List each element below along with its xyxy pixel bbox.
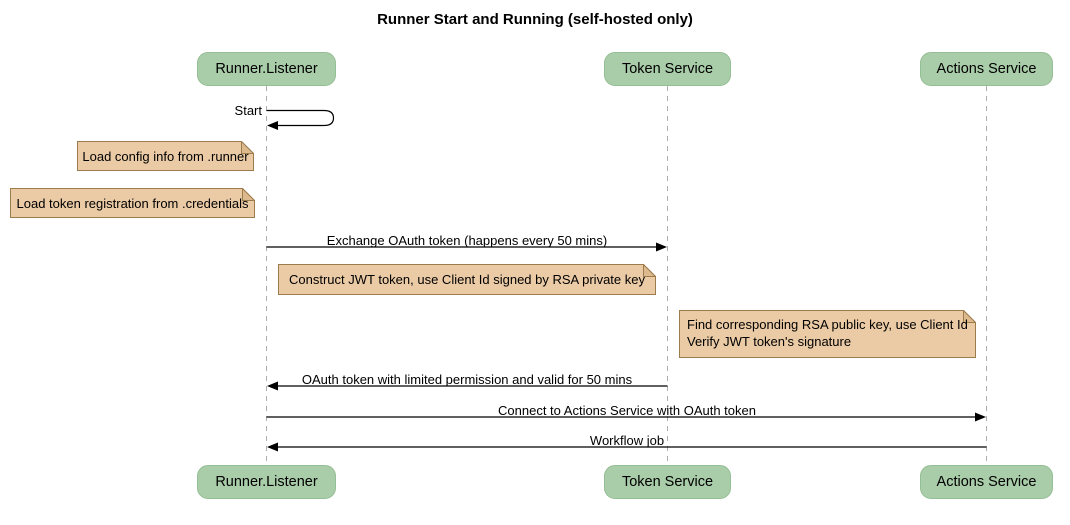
- participant-token-service-bottom: Token Service: [604, 465, 731, 499]
- participant-token-service-top: Token Service: [604, 52, 731, 86]
- note-load-config: Load config info from .runner: [77, 141, 254, 171]
- note-shape: [679, 310, 976, 358]
- participant-label: Actions Service: [936, 474, 1037, 490]
- participant-runner-listener-top: Runner.Listener: [197, 52, 336, 86]
- participant-actions-service-bottom: Actions Service: [920, 465, 1053, 499]
- message-arrowhead-connect-actions: [975, 412, 986, 422]
- participant-label: Runner.Listener: [215, 474, 318, 490]
- message-label-oauth-return: OAuth token with limited permission and …: [301, 372, 633, 387]
- participant-label: Runner.Listener: [215, 61, 318, 77]
- note-text-line: Load token registration from .credential…: [16, 195, 249, 211]
- diagram-title: Runner Start and Running (self-hosted on…: [377, 11, 693, 28]
- self-message-arrow-start: [266, 109, 335, 127]
- note-text-line: Load config info from .runner: [82, 148, 249, 164]
- participant-actions-service-top: Actions Service: [920, 52, 1053, 86]
- note-shape: [10, 188, 255, 218]
- note-shape: [77, 141, 254, 171]
- participant-label: Token Service: [621, 61, 714, 77]
- note-construct-jwt: Construct JWT token, use Client Id signe…: [278, 264, 656, 295]
- note-text-line: Construct JWT token, use Client Id signe…: [289, 272, 645, 287]
- message-label-workflow-job: Workflow job: [589, 433, 665, 448]
- participant-label: Token Service: [621, 474, 714, 490]
- message-arrowhead-workflow-job: [267, 442, 278, 452]
- message-label-connect-actions: Connect to Actions Service with OAuth to…: [498, 403, 756, 418]
- note-text-line: Find corresponding RSA public key, use C…: [687, 317, 968, 333]
- self-message-arrowhead-start: [267, 121, 278, 130]
- message-label-exchange-oauth: Exchange OAuth token (happens every 50 m…: [326, 233, 608, 248]
- participant-label: Actions Service: [936, 61, 1037, 77]
- note-load-token-registration: Load token registration from .credential…: [10, 188, 255, 218]
- message-arrowhead-exchange-oauth: [656, 242, 667, 252]
- message-arrowhead-oauth-return: [267, 381, 278, 391]
- note-verify-jwt: Find corresponding RSA public key, use C…: [679, 310, 976, 358]
- note-text-line: Verify JWT token's signature: [687, 334, 852, 349]
- participant-runner-listener-bottom: Runner.Listener: [197, 465, 336, 499]
- message-label-start: Start: [234, 103, 262, 118]
- note-shape: [278, 264, 656, 295]
